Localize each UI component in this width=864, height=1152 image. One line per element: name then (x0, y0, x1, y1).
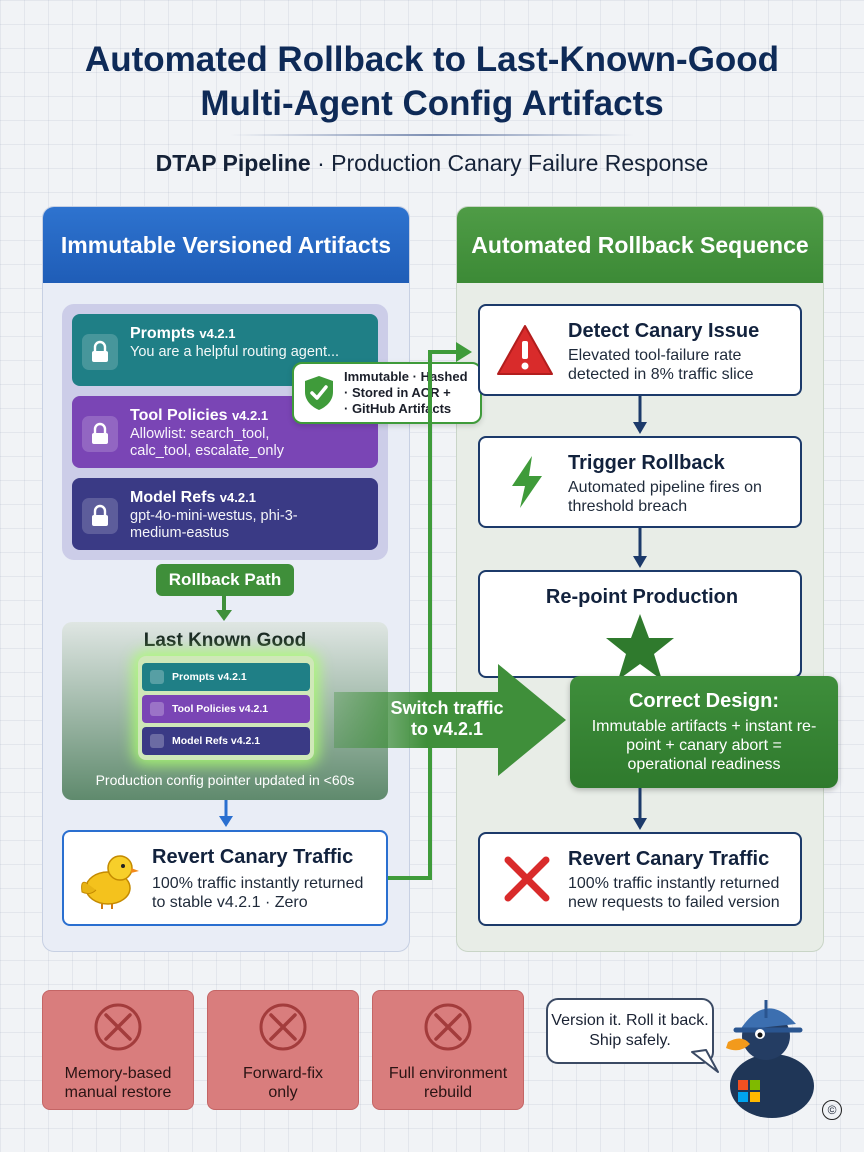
x-circle-icon (94, 1003, 142, 1051)
copyright-mark: © (822, 1100, 842, 1120)
lock-icon (82, 334, 118, 370)
lock-icon (150, 734, 164, 748)
step-body: Automated pipeline fires on threshold br… (568, 479, 762, 515)
revert-failed-body: 100% traffic instantly returned new requ… (568, 875, 780, 911)
switch-line-1: Switch traffic (390, 698, 504, 718)
anti-pattern-forward-fix: Forward-fix only (207, 990, 359, 1110)
switch-line-2: to v4.2.1 (410, 719, 484, 739)
lkg-item-label: Model Refs v4.2.1 (172, 735, 261, 747)
x-circle-icon (259, 1003, 307, 1051)
artifact-name: Prompts (130, 325, 195, 342)
lock-icon (82, 498, 118, 534)
star-icon (606, 614, 674, 680)
close-x-icon (504, 856, 550, 902)
artifact-version: v4.2.1 (219, 490, 256, 505)
revert-failed-title: Revert Canary Traffic (568, 848, 770, 870)
shield-check-icon (305, 376, 333, 410)
page-title: Automated Rollback to Last-Known-Good Mu… (0, 38, 864, 126)
title-line-2: Multi-Agent Config Artifacts (200, 84, 664, 123)
step-trigger-rollback[interactable]: Trigger Rollback Automated pipeline fire… (478, 436, 802, 528)
anti-pattern-label: Memory-based manual restore (64, 1065, 172, 1101)
immutable-badge: Immutable · Hashed · Stored in ACR + · G… (292, 362, 482, 424)
warning-icon (497, 325, 553, 375)
correct-design-callout: Correct Design: Immutable artifacts + in… (570, 676, 838, 788)
artifact-card-model-refs[interactable]: Model Refs v4.2.1 gpt-4o-mini-westus, ph… (72, 478, 378, 550)
left-panel-header: Immutable Versioned Artifacts (43, 207, 409, 283)
step-body: Elevated tool-failure rate detected in 8… (568, 347, 754, 383)
badge-line-3: · GitHub Artifacts (344, 401, 452, 416)
anti-pattern-memory-restore: Memory-based manual restore (42, 990, 194, 1110)
artifact-body: You are a helpful routing agent... (130, 344, 340, 360)
correct-design-body: Immutable artifacts + instant re-point +… (591, 718, 817, 773)
arrow-to-revert-failed (633, 788, 647, 830)
anti-pattern-full-rebuild: Full environment rebuild (372, 990, 524, 1110)
title-divider (230, 134, 634, 136)
title-line-1: Automated Rollback to Last-Known-Good (84, 40, 780, 79)
feedback-connector (388, 342, 472, 880)
correct-design-title: Correct Design: (628, 690, 780, 712)
lock-icon (82, 416, 118, 452)
canary-bird-icon (81, 855, 139, 909)
duck-mascot-icon (726, 1000, 814, 1118)
subtitle-pipeline: DTAP Pipeline (155, 150, 311, 176)
artifact-version: v4.2.1 (231, 408, 269, 423)
last-known-good-title: Last Known Good (143, 630, 307, 651)
lkg-item-label: Tool Policies v4.2.1 (172, 703, 269, 715)
badge-line-2: · Stored in ACR + (344, 385, 451, 400)
rollback-path-arrow (216, 596, 232, 621)
revert-success-title: Revert Canary Traffic (152, 846, 354, 868)
revert-success-body: 100% traffic instantly returned to stabl… (152, 875, 364, 911)
artifact-version: v4.2.1 (199, 326, 236, 341)
anti-pattern-label: Forward-fix only (242, 1065, 323, 1101)
lkg-item-prompts: Prompts v4.2.1 (142, 663, 310, 691)
right-panel-header: Automated Rollback Sequence (457, 207, 823, 283)
lkg-item-model-refs: Model Refs v4.2.1 (142, 727, 310, 755)
speech-bubble: Version it. Roll it back. Ship safely. (546, 998, 714, 1064)
badge-line-1: Immutable · Hashed (344, 369, 468, 384)
switch-traffic-arrow (334, 664, 566, 776)
lock-icon (150, 670, 164, 684)
anti-pattern-label: Full environment rebuild (388, 1065, 508, 1101)
lkg-item-label: Prompts v4.2.1 (172, 671, 247, 683)
switch-traffic-label: Switch traffic to v4.2.1 (372, 698, 522, 740)
lkg-item-tool-policies: Tool Policies v4.2.1 (142, 695, 310, 723)
step-title: Detect Canary Issue (568, 320, 760, 342)
artifact-name: Tool Policies (130, 407, 228, 424)
step-detect-canary-issue[interactable]: Detect Canary Issue Elevated tool-failur… (478, 304, 802, 396)
arrow-trigger-to-repoint (633, 528, 647, 568)
revert-canary-success-box[interactable]: Revert Canary Traffic 100% traffic insta… (62, 830, 388, 926)
artifact-name: Model Refs (130, 489, 216, 506)
speech-bubble-tail (691, 1049, 719, 1073)
artifact-body: Allowlist: search_tool, calc_tool, escal… (130, 426, 284, 459)
revert-canary-failed-box[interactable]: Revert Canary Traffic 100% traffic insta… (478, 832, 802, 926)
lkg-note: Production config pointer updated in <60… (95, 772, 355, 788)
x-circle-icon (424, 1003, 472, 1051)
down-arrow-to-revert (219, 800, 233, 827)
lightning-icon (512, 456, 542, 508)
subtitle-rest: · Production Canary Failure Response (310, 150, 709, 176)
arrow-detect-to-trigger (633, 396, 647, 434)
rollback-path-label: Rollback Path (156, 564, 294, 596)
step-title: Re-point Production (545, 586, 739, 608)
lock-icon (150, 702, 164, 716)
step-title: Trigger Rollback (568, 452, 725, 474)
page-subtitle: DTAP Pipeline · Production Canary Failur… (0, 150, 864, 177)
artifact-body: gpt-4o-mini-westus, phi-3-medium-eastus (130, 508, 298, 541)
